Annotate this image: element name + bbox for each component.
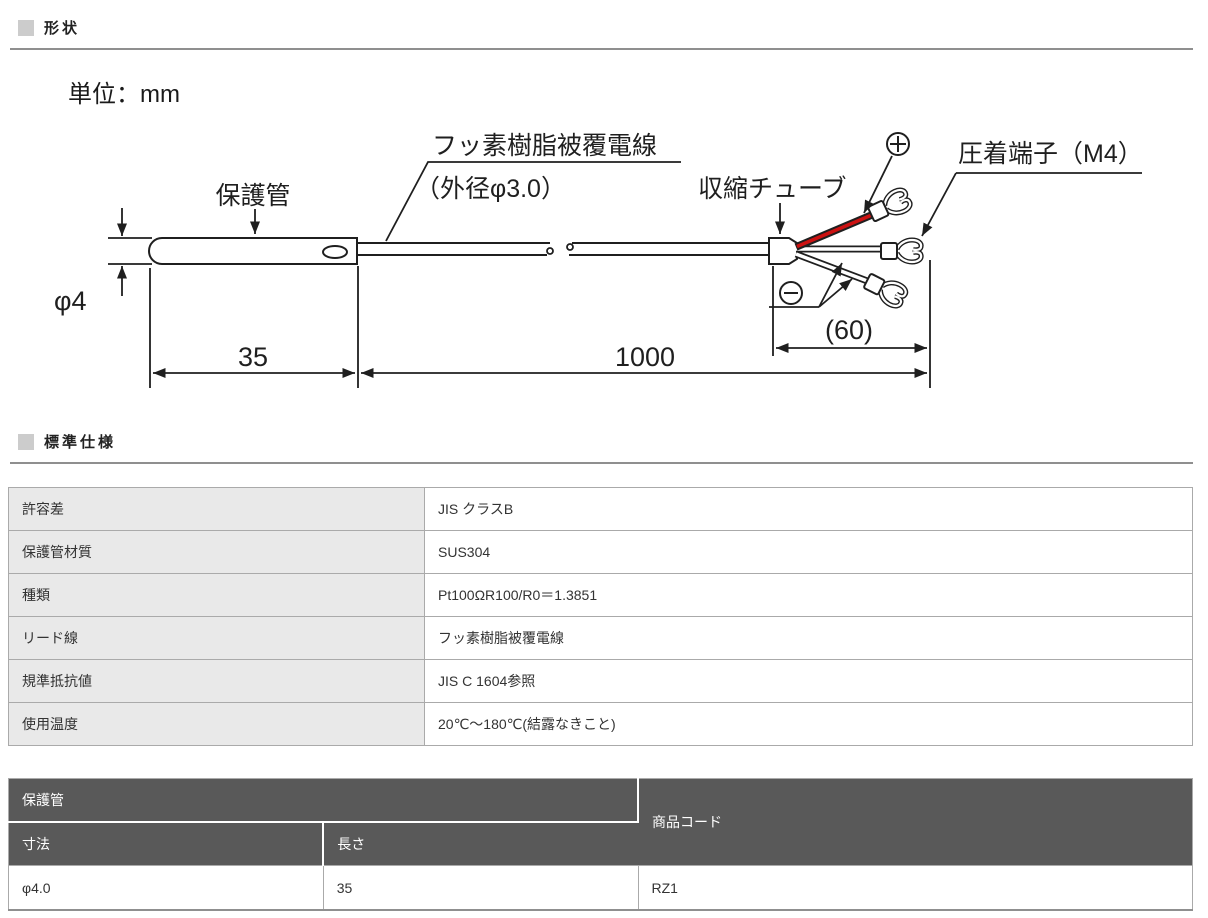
crimp-terminal-arrow [921, 172, 957, 237]
table-subheader-row: 寸法 長さ [8, 822, 1193, 866]
extension-lines [149, 260, 931, 388]
section-bullet-icon [18, 433, 34, 450]
table-row: φ4.0 35 RZ1 [8, 865, 1193, 911]
section-title-shape: 形状 [44, 20, 81, 37]
cell-dimension: φ4.0 [8, 865, 324, 911]
spec-label: 種類 [8, 573, 425, 617]
spec-label: リード線 [8, 616, 425, 660]
tube-hole-mark [322, 245, 348, 259]
spec-value: フッ素樹脂被覆電線 [424, 616, 1193, 660]
unit-label: 単位：mm [68, 81, 180, 108]
dim-1000-label: 1000 [615, 342, 675, 372]
section-title-spec: 標準仕様 [44, 434, 117, 451]
table-row: 使用温度 20℃～180℃(結露なきこと) [8, 702, 1193, 746]
header-dimension: 寸法 [8, 822, 325, 866]
wire-break-hook [566, 243, 574, 251]
section-bullet-icon [18, 19, 34, 36]
cell-product-code: RZ1 [637, 865, 1193, 911]
lead-wire-label: フッ素樹脂被覆電線 [432, 132, 657, 160]
table-header-row: 保護管 商品コード [8, 778, 1193, 866]
spec-value: JIS クラスB [424, 487, 1193, 531]
minus-terminal-icon [779, 281, 803, 305]
section-divider [10, 462, 1193, 464]
lead-wire-left [358, 242, 550, 256]
lead-wire-od-label: （外径φ3.0） [415, 175, 566, 203]
group-header-protection-tube: 保護管 [8, 778, 639, 823]
spec-label: 保護管材質 [8, 530, 425, 574]
spec-label: 使用温度 [8, 702, 425, 746]
dim-35-label: 35 [238, 342, 268, 372]
table-row: 許容差 JIS クラスB [8, 487, 1193, 531]
spec-label: 許容差 [8, 487, 425, 531]
sensor-dimension-diagram: フッ素樹脂被覆電線 （外径φ3.0） 保護管 収縮チューブ 圧着端子（M4） φ… [54, 132, 1143, 388]
protection-tube-shape [147, 237, 358, 265]
minus-leader-arrow-1 [818, 262, 843, 308]
crimp-terminal-label: 圧着端子（M4） [958, 140, 1143, 168]
spec-value: SUS304 [424, 530, 1193, 574]
dim-dia-label: φ4 [54, 286, 87, 316]
section-header-spec: 標準仕様 [18, 431, 116, 452]
spec-value: Pt100ΩR100/R0＝1.3851 [424, 573, 1193, 617]
lead-wire-right [569, 242, 770, 256]
dim-60-label: (60) [825, 315, 873, 345]
product-table: 保護管 商品コード 寸法 長さ φ4.0 35 RZ1 [8, 778, 1193, 911]
cell-length: 35 [322, 865, 639, 911]
plus-leader-arrow [863, 155, 893, 214]
table-row: 規準抵抗値 JIS C 1604参照 [8, 659, 1193, 703]
dia-extension-ticks [108, 237, 152, 265]
spec-table: 許容差 JIS クラスB 保護管材質 SUS304 種類 Pt100ΩR100/… [8, 487, 1193, 746]
spec-label: 規準抵抗値 [8, 659, 425, 703]
section-divider [10, 48, 1193, 50]
lead-wire-leader [385, 161, 681, 242]
spec-value: 20℃～180℃(結露なきこと) [424, 702, 1193, 746]
table-row: リード線 フッ素樹脂被覆電線 [8, 616, 1193, 660]
plus-terminal-icon [886, 132, 910, 156]
table-row: 保護管材質 SUS304 [8, 530, 1193, 574]
shrink-tube-shape [768, 237, 798, 265]
header-length: 長さ [323, 822, 638, 866]
spec-value: JIS C 1604参照 [424, 659, 1193, 703]
section-header-shape: 形状 [18, 17, 80, 38]
header-product-code: 商品コード [638, 778, 1193, 866]
minus-leader-arrow-2 [818, 278, 853, 308]
wire-break-hook [546, 247, 554, 255]
crimp-terminal-minus-2 [862, 271, 908, 309]
crimp-terminal-minus-1 [881, 240, 921, 262]
shrink-tube-label: 収縮チューブ [698, 175, 847, 203]
table-row: 種類 Pt100ΩR100/R0＝1.3851 [8, 573, 1193, 617]
protection-tube-label: 保護管 [215, 182, 290, 210]
